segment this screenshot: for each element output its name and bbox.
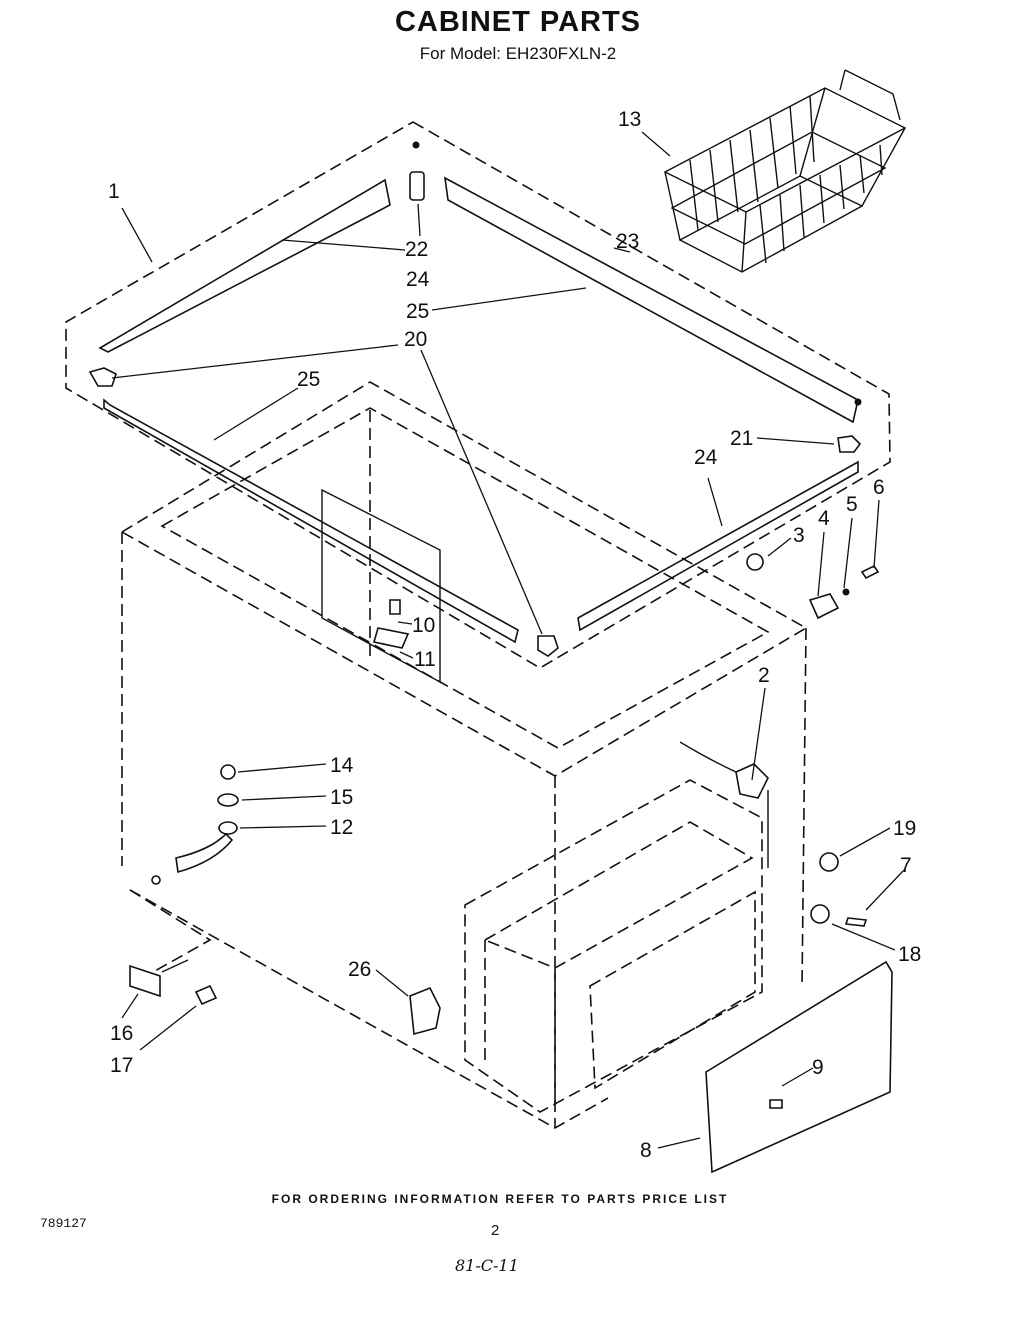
- callout-label: 9: [812, 1056, 824, 1079]
- callout-label: 26: [348, 958, 371, 981]
- callout-label: 16: [110, 1022, 133, 1045]
- lid-hardware: [88, 141, 862, 657]
- page-title: CABINET PARTS: [394, 6, 642, 38]
- callout-label: 7: [900, 854, 912, 877]
- callout-label: 18: [898, 943, 921, 966]
- leader-lines: [111, 131, 905, 1149]
- document-code: 789127: [40, 1216, 87, 1231]
- callout-labels: 1 2 3 4 5 6 7 8 9 10 11 12 13 14 15 16 1…: [108, 108, 921, 1162]
- callout-label: 19: [893, 817, 916, 840]
- callout-label: 12: [330, 816, 353, 839]
- callout-label: 6: [873, 476, 885, 499]
- callout-label: 1: [108, 180, 120, 203]
- callout-label: 10: [412, 614, 435, 637]
- callout-label: 24: [406, 268, 430, 291]
- lid-trim-strips: [98, 176, 859, 644]
- callout-label: 20: [404, 328, 427, 351]
- callout-label: 17: [110, 1054, 133, 1077]
- callout-label: 11: [414, 648, 436, 671]
- basket: [663, 69, 907, 273]
- cabinet-outline: [120, 381, 808, 1129]
- ordering-note: FOR ORDERING INFORMATION REFER TO PARTS …: [271, 1192, 729, 1206]
- callout-label: 14: [330, 754, 354, 777]
- callout-label: 5: [846, 493, 858, 516]
- callout-label: 3: [793, 524, 805, 547]
- callout-label: 23: [616, 230, 639, 253]
- page-number: 2: [491, 1222, 500, 1239]
- callout-label: 2: [758, 664, 770, 687]
- callout-label: 13: [618, 108, 641, 131]
- callout-label: 25: [406, 300, 429, 323]
- model-subtitle: For Model: EH230FXLN-2: [419, 44, 617, 63]
- callout-label: 15: [330, 786, 353, 809]
- callout-label: 21: [730, 427, 753, 450]
- callout-label: 4: [818, 507, 830, 530]
- lid-outline: [65, 121, 891, 669]
- callout-label: 22: [405, 238, 428, 261]
- callout-label: 24: [694, 446, 718, 469]
- callout-label: 25: [297, 368, 320, 391]
- callout-label: 8: [640, 1139, 652, 1162]
- cabinet-small-parts: [129, 553, 893, 1174]
- handwritten-date: 81-C-11: [455, 1256, 519, 1275]
